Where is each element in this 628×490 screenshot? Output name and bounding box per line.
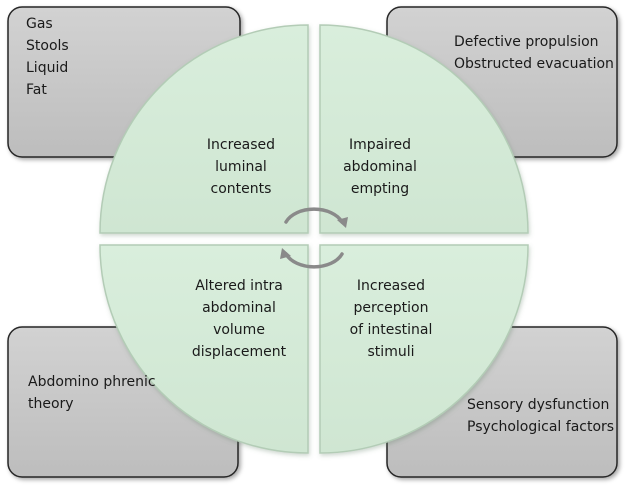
quadrant-bottom-left-text: Altered intra abdominal volume displacem… bbox=[174, 275, 304, 363]
box-bottom-left-text: Abdomino phrenic theory bbox=[28, 371, 156, 415]
quadrant-text-line: displacement bbox=[191, 344, 287, 360]
box-text-line: Gas bbox=[26, 16, 53, 32]
quadrant-top-left bbox=[99, 24, 309, 234]
quadrant-text-line: stimuli bbox=[367, 344, 415, 360]
quadrant-text-line: perception bbox=[353, 300, 429, 316]
box-text-line: Fat bbox=[26, 82, 47, 98]
quadrant-text-line: of intestinal bbox=[349, 322, 433, 338]
box-text-line: Stools bbox=[26, 38, 69, 54]
box-text-line: theory bbox=[28, 396, 74, 412]
box-top-left-text: Gas Stools Liquid Fat bbox=[26, 13, 69, 101]
quadrant-text-line: Impaired bbox=[348, 137, 412, 153]
quadrant-text-line: contents bbox=[210, 181, 272, 197]
quadrant-bottom-right bbox=[319, 244, 529, 454]
quadrant-text-line: Increased bbox=[206, 137, 276, 153]
quadrant-text-line: Altered intra bbox=[195, 278, 283, 294]
box-text-line: Abdomino phrenic bbox=[28, 374, 156, 390]
box-text-line: Psychological factors bbox=[467, 419, 615, 435]
quadrant-text-line: empting bbox=[350, 181, 410, 197]
quadrant-text-line: Increased bbox=[356, 278, 426, 294]
quadrant-text-line: abdominal bbox=[343, 159, 417, 175]
cycle-arrows-icon bbox=[280, 207, 348, 269]
quadrant-top-left-text: Increased luminal contents bbox=[176, 134, 306, 200]
quadrant-top-right bbox=[319, 24, 529, 234]
box-text-line: Defective propulsion bbox=[454, 34, 599, 50]
quadrant-text-line: luminal bbox=[215, 159, 267, 175]
box-text-line: Liquid bbox=[26, 60, 69, 76]
quadrant-text-line: volume bbox=[213, 322, 265, 338]
quadrant-text-line: abdominal bbox=[202, 300, 276, 316]
box-text-line: Sensory dysfunction bbox=[467, 397, 610, 413]
box-bottom-right-text: Sensory dysfunction Psychological factor… bbox=[467, 394, 614, 438]
quadrant-top-right-text: Impaired abdominal empting bbox=[315, 134, 445, 200]
quadrant-bottom-right-text: Increased perception of intestinal stimu… bbox=[326, 275, 456, 363]
quadrant-bottom-left bbox=[99, 244, 309, 454]
box-text-line: Obstructed evacuation bbox=[454, 56, 614, 72]
box-top-right-text: Defective propulsion Obstructed evacuati… bbox=[454, 31, 614, 75]
